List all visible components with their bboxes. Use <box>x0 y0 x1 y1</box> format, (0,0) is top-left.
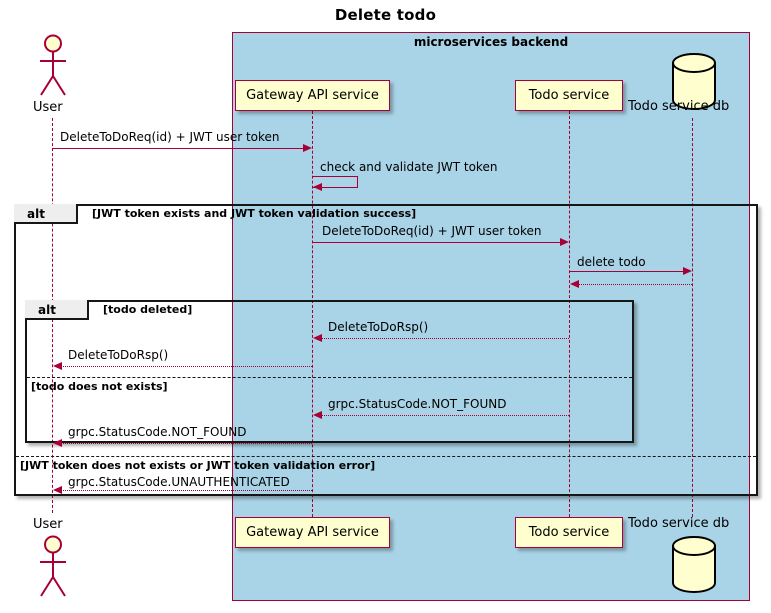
alt-frame-inner-keyword: alt <box>38 303 56 317</box>
alt-frame-inner-divider <box>27 377 632 378</box>
participant-label-gateway-bottom: Gateway API service <box>246 525 379 540</box>
alt-frame-outer-tab <box>14 204 78 224</box>
message-arrowhead-m8 <box>313 410 322 419</box>
lifeline-todo <box>569 111 570 517</box>
participant-gateway-api-service-bottom[interactable]: Gateway API service <box>235 517 390 548</box>
message-arrowhead-m7 <box>53 361 62 370</box>
message-line-m8 <box>321 415 569 416</box>
alt-frame-outer-keyword: alt <box>27 207 45 221</box>
message-arrowhead-m1 <box>303 143 312 152</box>
alt-frame-inner-tab <box>25 300 89 320</box>
message-line-m6 <box>321 338 569 339</box>
participant-label-todo-bottom: Todo service <box>528 525 610 540</box>
message-line-m1 <box>52 148 304 149</box>
participant-label-gateway-top: Gateway API service <box>246 88 379 103</box>
message-label-m8: grpc.StatusCode.NOT_FOUND <box>328 397 507 411</box>
message-line-m5 <box>578 284 692 285</box>
message-arrowhead-m2 <box>313 183 322 191</box>
message-label-m10: grpc.StatusCode.UNAUTHENTICATED <box>68 475 290 489</box>
participant-todo-service-top[interactable]: Todo service <box>515 80 623 111</box>
participant-label-todo-top: Todo service <box>528 88 610 103</box>
message-line-m3 <box>312 242 561 243</box>
database-icon-todo-service-db-bottom[interactable] <box>669 535 719 595</box>
group-box-microservices-backend <box>232 32 750 601</box>
alt-frame-inner-condition: [todo deleted] <box>103 303 193 316</box>
message-arrowhead-m3 <box>560 237 569 246</box>
message-label-m1: DeleteToDoReq(id) + JWT user token <box>60 130 280 144</box>
participant-label-user-bottom: User <box>33 517 63 532</box>
message-label-m2: check and validate JWT token <box>320 160 498 174</box>
message-label-m4: delete todo <box>577 255 646 269</box>
participant-label-db-bottom: Todo service db <box>628 516 730 531</box>
message-line-m4 <box>569 271 683 272</box>
message-line-m10 <box>61 490 312 491</box>
avatar-user-top <box>40 34 66 96</box>
alt-frame-outer <box>14 204 758 496</box>
message-arrowhead-m9 <box>53 438 62 447</box>
participant-label-user-top: User <box>33 100 63 115</box>
participant-gateway-api-service-top[interactable]: Gateway API service <box>235 80 390 111</box>
alt-frame-outer-divider <box>16 456 756 457</box>
message-line-m7 <box>61 366 312 367</box>
message-arrowhead-m5 <box>570 279 579 288</box>
participant-todo-service-bottom[interactable]: Todo service <box>515 517 623 548</box>
message-selfcall-m2 <box>312 176 358 188</box>
message-arrowhead-m4 <box>683 266 692 275</box>
message-arrowhead-m10 <box>53 485 62 494</box>
participant-label-db-top: Todo service db <box>628 99 730 114</box>
message-label-m3: DeleteToDoReq(id) + JWT user token <box>322 224 542 238</box>
page-title: Delete todo <box>334 6 437 24</box>
message-arrowhead-m6 <box>313 333 322 342</box>
message-label-m7: DeleteToDoRsp() <box>68 348 169 362</box>
alt-frame-outer-condition: [JWT token exists and JWT token validati… <box>92 207 417 220</box>
message-line-m9 <box>61 443 312 444</box>
lifeline-gateway <box>312 111 313 517</box>
message-label-m9: grpc.StatusCode.NOT_FOUND <box>68 425 247 439</box>
message-label-m6: DeleteToDoRsp() <box>328 320 429 334</box>
alt-frame-inner <box>25 300 634 443</box>
alt-frame-inner-else-condition: [todo does not exists] <box>31 380 168 393</box>
alt-frame-outer-else-condition: [JWT token does not exists or JWT token … <box>20 459 376 472</box>
avatar-user-bottom <box>40 535 66 597</box>
lifeline-db <box>692 118 693 517</box>
group-box-label: microservices backend <box>413 35 569 49</box>
database-icon-todo-service-db-top[interactable] <box>669 52 719 112</box>
